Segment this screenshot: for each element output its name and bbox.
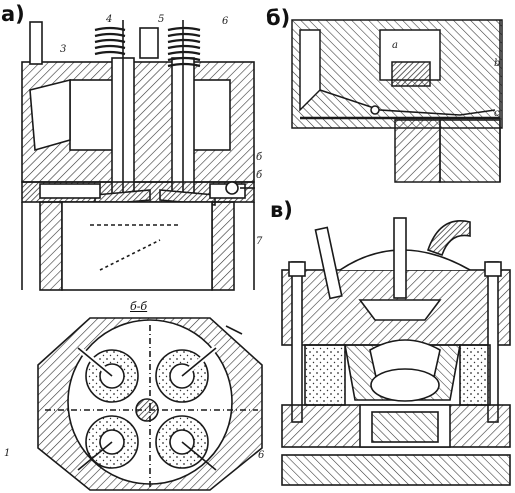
spring-left	[94, 26, 126, 56]
cylinder-wall-left	[39, 201, 63, 291]
valve-stem-v	[393, 217, 407, 299]
panel-v-drawing	[281, 217, 511, 486]
panel-label-a: а)	[1, 2, 25, 26]
callout-7: 7	[256, 236, 263, 247]
panel-b-drawing	[291, 19, 503, 183]
panel-a-drawing	[21, 20, 255, 291]
callout-a: a	[392, 40, 398, 51]
callout-6: 6	[222, 16, 229, 27]
panel-label-v: в)	[270, 198, 293, 222]
spring-right	[167, 26, 201, 68]
callout-c: c	[494, 108, 500, 119]
callout-6b: 6	[258, 450, 265, 461]
section-bb-drawing	[37, 317, 263, 491]
cylinder-wall-right	[211, 201, 235, 291]
callout-3: 3	[60, 44, 67, 55]
callout-1: 1	[4, 448, 11, 459]
callout-4: 4	[106, 14, 113, 25]
callout-5: 5	[158, 14, 165, 25]
callout-b-mark-2: б	[256, 170, 263, 181]
section-bb-label: б-б	[130, 300, 148, 313]
cylinder-bore	[61, 201, 213, 291]
panel-label-b: б)	[266, 6, 291, 30]
callout-b: b	[494, 58, 501, 69]
callout-b-mark: б	[256, 152, 263, 163]
